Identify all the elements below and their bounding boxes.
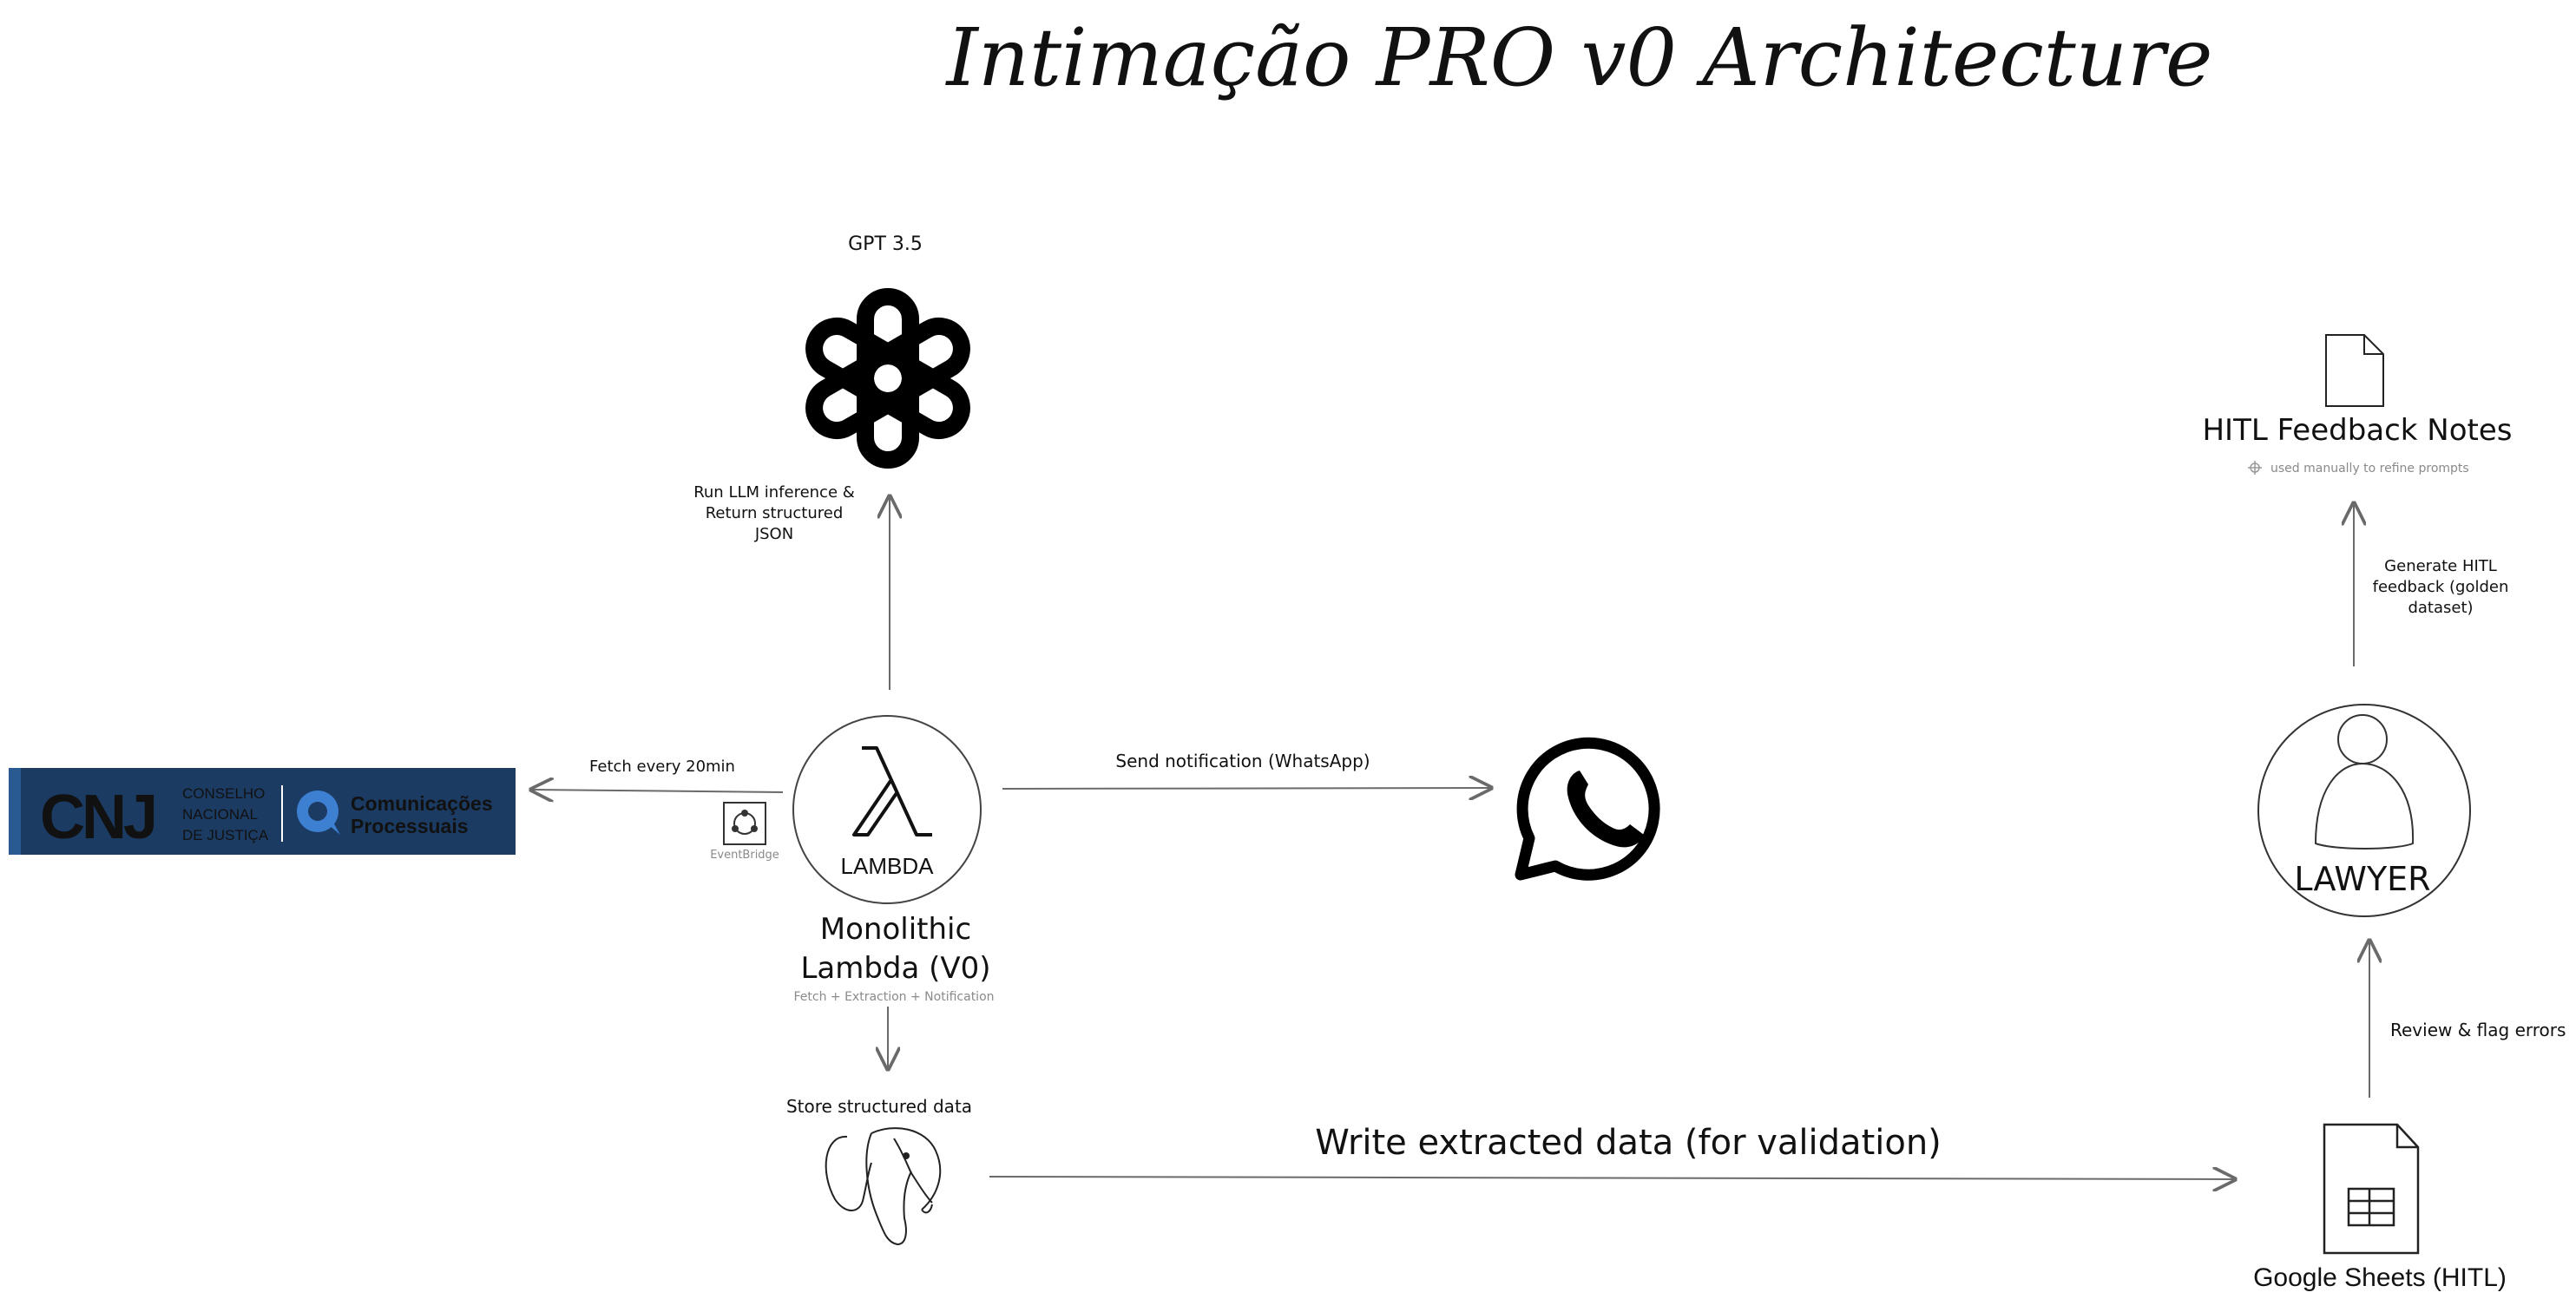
postgres-label: Store structured data bbox=[786, 1096, 972, 1117]
document-icon bbox=[2325, 334, 2384, 407]
postgres-elephant-icon bbox=[825, 1127, 942, 1246]
sheets-label: Google Sheets (HITL) bbox=[2253, 1263, 2507, 1292]
feedback-edge-label-line3: dataset) bbox=[2408, 599, 2473, 617]
llm-edge-label-line3: JSON bbox=[754, 525, 793, 543]
cnj-service-line2: Processuais bbox=[351, 815, 469, 837]
feedback-edge-label-line1: Generate HITL bbox=[2384, 557, 2497, 575]
sparkle-icon bbox=[2248, 461, 2262, 475]
eventbridge-icon bbox=[723, 802, 766, 845]
llm-edge-label-line2: Return structured bbox=[706, 504, 844, 522]
lambda-icon-text: LAMBDA bbox=[841, 853, 935, 879]
cnj-line1: CONSELHO bbox=[182, 785, 265, 802]
write-edge-label: Write extracted data (for validation) bbox=[1315, 1123, 1942, 1163]
whatsapp-icon bbox=[1515, 737, 1660, 881]
lambda-title-line2: Lambda (V0) bbox=[800, 951, 990, 986]
lambda-title-line1: Monolithic bbox=[820, 912, 971, 947]
edge-postgres-to-sheets bbox=[989, 1177, 2235, 1179]
review-edge-label: Review & flag errors bbox=[2390, 1020, 2566, 1040]
openai-logo-icon bbox=[805, 288, 970, 469]
google-sheets-icon bbox=[2323, 1123, 2420, 1255]
cnj-service-line1: Comunicações bbox=[351, 792, 493, 815]
fetch-edge-label: Fetch every 20min bbox=[589, 758, 735, 776]
cnj-logo-icon: CNJ CONSELHO NACIONAL DE JUSTIÇA Comunic… bbox=[9, 768, 516, 855]
lambda-subtitle: Fetch + Extraction + Notification bbox=[793, 990, 994, 1004]
lambda-icon: LAMBDA bbox=[792, 715, 982, 904]
notes-title: HITL Feedback Notes bbox=[2202, 413, 2512, 448]
llm-edge-label-line1: Run LLM inference & bbox=[693, 483, 855, 502]
cnj-line2: NACIONAL bbox=[182, 806, 258, 823]
notify-edge-label: Send notification (WhatsApp) bbox=[1115, 751, 1370, 771]
cnj-line3: DE JUSTIÇA bbox=[182, 827, 269, 843]
notes-subtitle: used manually to refine prompts bbox=[2270, 462, 2469, 476]
speech-bubble-icon bbox=[297, 791, 340, 835]
eventbridge-label: EventBridge bbox=[710, 849, 779, 862]
cnj-logo-text: CNJ bbox=[40, 783, 154, 852]
feedback-edge-label-line2: feedback (golden bbox=[2373, 578, 2509, 596]
edge-lambda-to-cnj bbox=[531, 790, 784, 792]
person-icon bbox=[2257, 704, 2471, 917]
lawyer-label: LAWYER bbox=[2294, 860, 2430, 898]
edge-lambda-to-whatsapp bbox=[1002, 788, 1491, 789]
diagram-title: Intimação PRO v0 Architecture bbox=[945, 11, 2213, 104]
gpt-label: GPT 3.5 bbox=[848, 233, 923, 255]
